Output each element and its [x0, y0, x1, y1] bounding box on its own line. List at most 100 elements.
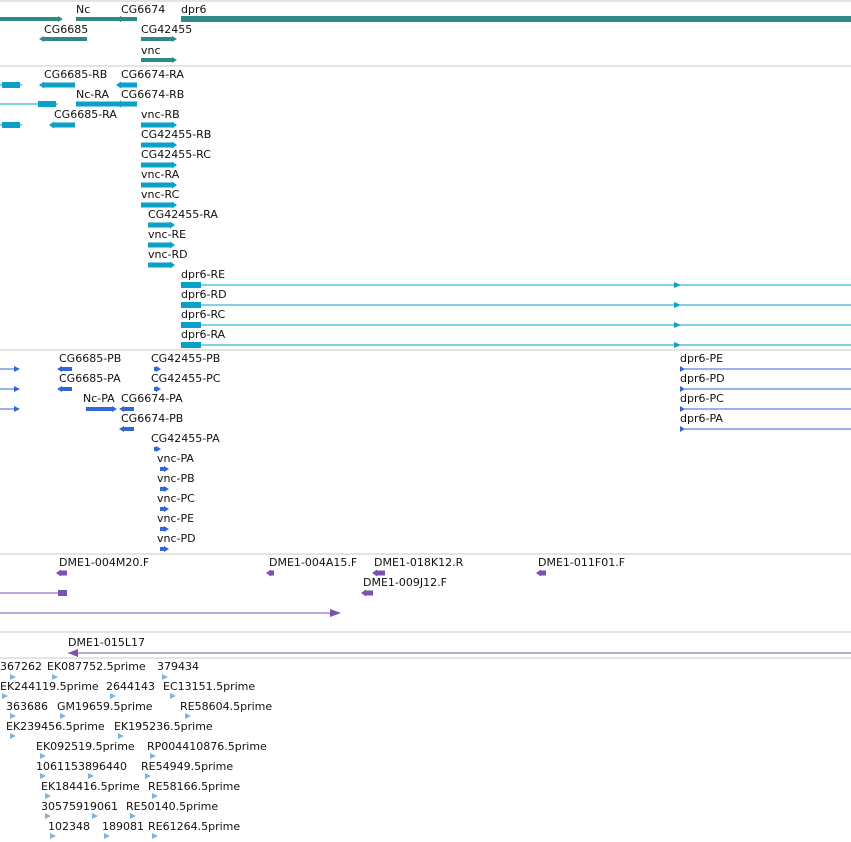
- clone-feature[interactable]: [541, 570, 546, 576]
- transcript-label: vnc-RE: [148, 228, 186, 241]
- protein-feature[interactable]: [680, 406, 685, 412]
- protein-feature[interactable]: [154, 387, 156, 391]
- est-feature[interactable]: [185, 713, 191, 719]
- est-feature[interactable]: [45, 793, 51, 799]
- protein-feature[interactable]: [680, 426, 685, 432]
- protein-label: vnc-PD: [157, 532, 196, 545]
- est-feature[interactable]: [152, 833, 158, 839]
- protein-feature[interactable]: [160, 527, 164, 531]
- est-feature[interactable]: [60, 713, 66, 719]
- clone-feature[interactable]: [271, 570, 274, 576]
- gene-feature[interactable]: [141, 58, 172, 62]
- clone-feature[interactable]: [377, 570, 385, 576]
- est-feature[interactable]: [145, 773, 151, 779]
- est-label: EK087752.5prime: [47, 660, 146, 673]
- gene-feature[interactable]: [44, 37, 87, 41]
- est-feature[interactable]: [110, 693, 116, 699]
- est-feature[interactable]: [104, 833, 110, 839]
- transcript-feature-arrow: [170, 241, 175, 249]
- protein-feature[interactable]: [680, 366, 685, 372]
- est-label: EC13151.5prime: [163, 680, 255, 693]
- transcript-feature[interactable]: [54, 122, 75, 128]
- est-feature[interactable]: [152, 793, 158, 799]
- transcript-feature-arrow: [172, 201, 177, 209]
- transcript-feature[interactable]: [141, 182, 172, 188]
- transcript-feature[interactable]: [141, 142, 172, 148]
- transcript-exon[interactable]: [2, 122, 20, 128]
- gene-feature[interactable]: [181, 16, 851, 22]
- transcript-feature[interactable]: [141, 162, 172, 168]
- est-feature[interactable]: [88, 773, 94, 779]
- gene-feature[interactable]: [141, 37, 172, 41]
- transcript-label: dpr6-RD: [181, 288, 227, 301]
- est-feature[interactable]: [10, 674, 16, 680]
- transcript-feature[interactable]: [141, 122, 172, 128]
- est-feature[interactable]: [45, 813, 51, 819]
- transcript-exon[interactable]: [674, 282, 681, 288]
- est-feature[interactable]: [92, 813, 98, 819]
- bac-feature[interactable]: [68, 649, 78, 657]
- clone-feature[interactable]: [366, 590, 373, 596]
- transcript-feature[interactable]: [121, 101, 137, 107]
- transcript-feature[interactable]: [148, 242, 170, 248]
- transcript-exon[interactable]: [181, 282, 201, 288]
- est-feature[interactable]: [10, 733, 16, 739]
- protein-feature[interactable]: [160, 547, 164, 551]
- transcript-label: vnc-RA: [141, 168, 180, 181]
- gene-feature[interactable]: [121, 17, 137, 21]
- transcript-exon[interactable]: [2, 82, 20, 88]
- est-feature[interactable]: [170, 693, 176, 699]
- gene-label: vnc: [141, 44, 161, 57]
- est-label: 30575919061: [41, 800, 118, 813]
- transcript-exon[interactable]: [181, 342, 201, 348]
- transcript-exon[interactable]: [181, 302, 201, 308]
- transcript-exon[interactable]: [181, 322, 201, 328]
- protein-feature[interactable]: [86, 407, 112, 411]
- est-feature[interactable]: [40, 753, 46, 759]
- transcript-feature[interactable]: [121, 82, 137, 88]
- transcript-label: CG42455-RA: [148, 208, 218, 221]
- transcript-exon[interactable]: [674, 322, 681, 328]
- transcript-feature[interactable]: [141, 202, 172, 208]
- transcript-label: CG42455-RC: [141, 148, 211, 161]
- gene-feature[interactable]: [76, 17, 120, 21]
- transcript-feature[interactable]: [76, 101, 120, 107]
- est-feature[interactable]: [2, 693, 8, 699]
- protein-feature[interactable]: [160, 487, 164, 491]
- protein-feature[interactable]: [154, 447, 156, 451]
- clone-feature[interactable]: [330, 609, 341, 617]
- est-feature[interactable]: [130, 813, 136, 819]
- est-feature[interactable]: [118, 733, 124, 739]
- est-feature[interactable]: [50, 833, 56, 839]
- gene-feature-arrow: [39, 36, 44, 42]
- protein-feature[interactable]: [62, 387, 72, 391]
- protein-feature[interactable]: [160, 507, 164, 511]
- est-feature[interactable]: [162, 674, 168, 680]
- est-label: 367262: [0, 660, 42, 673]
- protein-feature[interactable]: [160, 467, 164, 471]
- gene-feature[interactable]: [0, 17, 58, 21]
- protein-label: dpr6-PE: [680, 352, 723, 365]
- transcript-feature[interactable]: [148, 222, 170, 228]
- est-label: 1061153896440: [36, 760, 127, 773]
- protein-arrow: [14, 406, 20, 412]
- protein-feature[interactable]: [154, 367, 156, 371]
- est-feature[interactable]: [40, 773, 46, 779]
- transcript-feature[interactable]: [44, 82, 75, 88]
- protein-feature[interactable]: [680, 386, 685, 392]
- clone-feature[interactable]: [61, 570, 67, 576]
- transcript-exon[interactable]: [38, 101, 56, 107]
- est-feature[interactable]: [150, 753, 156, 759]
- clone-feature[interactable]: [58, 590, 67, 596]
- est-feature[interactable]: [52, 674, 58, 680]
- est-feature[interactable]: [10, 713, 16, 719]
- protein-feature[interactable]: [124, 427, 134, 431]
- transcript-label: vnc-RC: [141, 188, 180, 201]
- transcript-exon[interactable]: [674, 342, 681, 348]
- protein-feature[interactable]: [124, 407, 134, 411]
- transcript-exon[interactable]: [674, 302, 681, 308]
- transcript-feature[interactable]: [148, 262, 170, 268]
- protein-feature[interactable]: [62, 367, 72, 371]
